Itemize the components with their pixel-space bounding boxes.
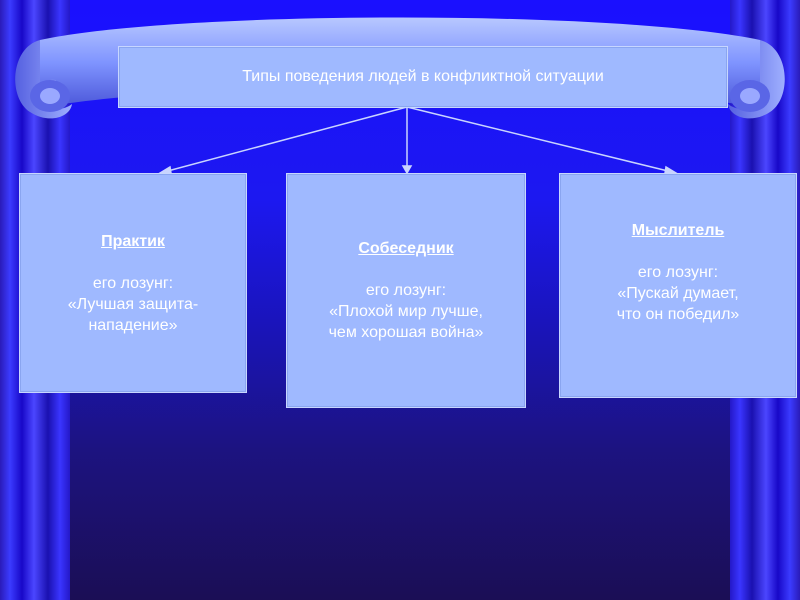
- node-thinker: Мыслитель его лозунг: «Пускай думает, чт…: [559, 173, 797, 398]
- node-line: «Плохой мир лучше,: [329, 303, 483, 320]
- connector-right: [406, 106, 673, 173]
- arrowhead-center: [401, 165, 413, 175]
- node-line: что он победил»: [616, 306, 740, 323]
- node-line: чем хорошая война»: [328, 324, 484, 341]
- node-line: его лозунг:: [365, 282, 447, 299]
- node-line: его лозунг:: [637, 264, 719, 281]
- node-title: Мыслитель: [631, 222, 725, 239]
- node-line: «Пускай думает,: [617, 285, 739, 302]
- node-practitioner: Практик его лозунг: «Лучшая защита- напа…: [19, 173, 247, 393]
- node-title: Практик: [101, 232, 165, 250]
- node-title: Собеседник: [358, 240, 454, 257]
- root-node: Типы поведения людей в конфликтной ситуа…: [118, 46, 728, 108]
- node-interlocutor: Собеседник его лозунг: «Плохой мир лучше…: [286, 173, 526, 408]
- node-line: нападение»: [88, 316, 178, 334]
- node-line: «Лучшая защита-: [67, 295, 199, 313]
- root-label: Типы поведения людей в конфликтной ситуа…: [242, 68, 604, 85]
- node-line: его лозунг:: [92, 274, 174, 292]
- connector-left: [163, 106, 408, 173]
